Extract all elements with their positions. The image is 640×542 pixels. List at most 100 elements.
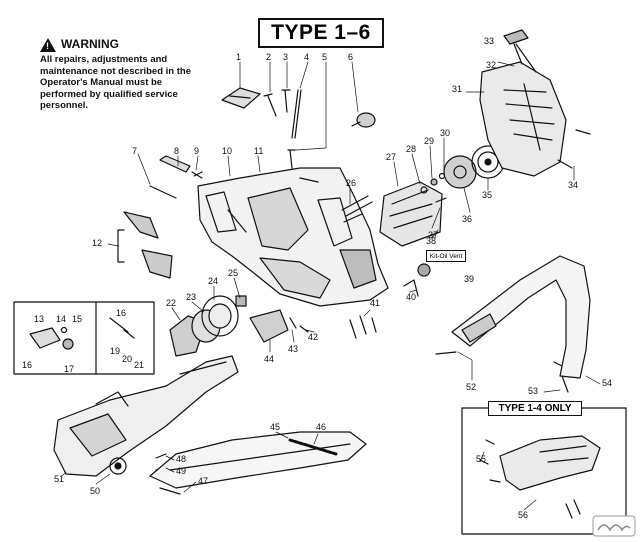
part-number-4: 4 [304, 52, 309, 62]
part-number-44: 44 [264, 354, 274, 364]
part-1-bracket [221, 87, 261, 109]
part-number-49: 49 [176, 466, 186, 476]
part-number-16b: 16 [116, 308, 126, 318]
inset-small-parts [13, 301, 155, 375]
part-number-7: 7 [132, 146, 137, 156]
seller-logo-icon [592, 515, 636, 537]
part-4-bolt [291, 89, 302, 139]
part-number-55: 55 [476, 454, 486, 464]
part-number-28: 28 [406, 144, 416, 154]
part-54-handlebar [451, 255, 591, 379]
part-number-42: 42 [308, 332, 318, 342]
part-number-50: 50 [90, 486, 100, 496]
part-34-screws [557, 129, 591, 169]
part-number-12: 12 [92, 238, 102, 248]
part-number-11: 11 [254, 146, 263, 156]
part-number-9: 9 [194, 146, 199, 156]
part-number-47: 47 [198, 476, 208, 486]
part-36-clutch [443, 155, 477, 189]
part-7-rod [149, 185, 177, 199]
part-26-bolts [341, 195, 373, 223]
part-40-oil-vent [403, 263, 431, 297]
page-title: TYPE 1–6 [258, 18, 384, 48]
part-31-starter-housing [479, 61, 567, 177]
inset-type-1-4-title: TYPE 1-4 ONLY [488, 401, 582, 416]
part-number-33: 33 [484, 36, 494, 46]
part-number-27: 27 [386, 152, 396, 162]
part-number-43: 43 [288, 344, 298, 354]
part-number-1: 1 [236, 52, 241, 62]
part-number-19: 19 [110, 346, 120, 356]
part-number-36: 36 [462, 214, 472, 224]
part-number-24: 24 [208, 276, 218, 286]
part-3-screw [281, 89, 291, 113]
part-32-cord [513, 43, 537, 73]
part-number-14: 14 [56, 314, 66, 324]
warning-heading: ! WARNING [40, 38, 200, 52]
part-44-plate [249, 309, 289, 343]
part-48-screw [155, 453, 167, 459]
part-number-35: 35 [482, 190, 492, 200]
part-number-37: 37 [428, 230, 438, 240]
part-number-53: 53 [528, 386, 538, 396]
part-number-34: 34 [568, 180, 578, 190]
part-33-handle [503, 29, 529, 45]
part-number-30: 30 [440, 128, 450, 138]
part-12-lever-group [117, 211, 173, 279]
part-43-screw [289, 317, 297, 329]
part-number-56: 56 [518, 510, 528, 520]
part-42-screw [299, 325, 309, 333]
part-number-29: 29 [424, 136, 434, 146]
part-47-bolt [159, 487, 181, 495]
part-number-23: 23 [186, 292, 196, 302]
part-9-spring [191, 171, 203, 179]
part-number-8: 8 [174, 146, 179, 156]
part-number-38: 38 [426, 236, 436, 246]
part-number-20: 20 [122, 354, 132, 364]
part-number-31: 31 [452, 84, 462, 94]
warning-text: All repairs, adjustments and maintenance… [40, 54, 191, 111]
part-25-washer [235, 295, 247, 307]
part-number-54: 54 [602, 378, 612, 388]
part-number-46: 46 [316, 422, 326, 432]
part-number-45: 45 [270, 422, 280, 432]
part-number-21: 21 [134, 360, 144, 370]
oil-vent-kit-label: Kit-Oil Vent [426, 250, 466, 262]
part-53-bolts [553, 361, 569, 393]
part-number-13: 13 [34, 314, 44, 324]
leader-lines [61, 61, 601, 511]
part-number-41: 41 [370, 298, 380, 308]
part-number-40: 40 [406, 292, 416, 302]
part-37-screw [435, 197, 447, 203]
part-5-pin [287, 149, 296, 169]
part-24-drum [201, 295, 239, 337]
warning-block: ! WARNING All repairs, adjustments and m… [40, 38, 200, 112]
part-2-screw [263, 93, 277, 117]
warning-heading-text: WARNING [61, 37, 119, 52]
part-number-17: 17 [64, 364, 74, 374]
part-number-3: 3 [283, 52, 288, 62]
part-8-trigger [159, 155, 191, 173]
part-number-22: 22 [166, 298, 176, 308]
main-housing [197, 167, 389, 307]
part-6-cap [351, 112, 376, 128]
part-41-bolts [349, 315, 377, 339]
part-51-chain-brake [53, 355, 239, 477]
part-number-2: 2 [266, 52, 271, 62]
part-52-screw [435, 351, 457, 355]
part-number-51: 51 [54, 474, 64, 484]
part-number-10: 10 [222, 146, 232, 156]
part-number-52: 52 [466, 382, 476, 392]
part-29-nut [430, 178, 438, 186]
part-number-15: 15 [72, 314, 82, 324]
part-number-5: 5 [322, 52, 327, 62]
part-number-32: 32 [486, 60, 496, 70]
part-number-16a: 16 [22, 360, 32, 370]
part-number-25: 25 [228, 268, 238, 278]
part-number-26: 26 [346, 178, 356, 188]
part-number-6: 6 [348, 52, 353, 62]
part-28-washer [420, 186, 428, 194]
part-46-chain [288, 438, 338, 456]
